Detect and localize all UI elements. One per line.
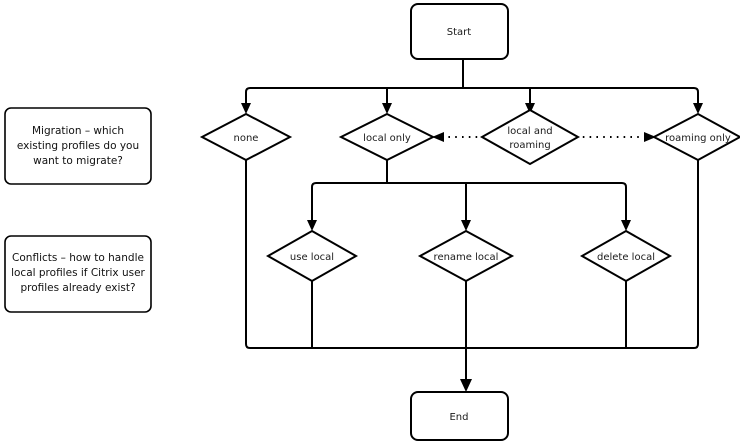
decision-use-local[interactable]: use local: [265, 229, 359, 283]
decision-local-only-label: local only: [363, 133, 411, 144]
arrowhead-to-end: [460, 379, 472, 392]
decision-none-shape[interactable]: [199, 112, 293, 162]
end-node[interactable]: End: [410, 391, 509, 441]
decision-local-only-shape[interactable]: [338, 112, 436, 162]
decision-rename-local[interactable]: rename local: [417, 229, 515, 283]
decision-use-local-label: use local: [290, 252, 334, 263]
migration-note: Migration – which existing profiles do y…: [4, 107, 152, 185]
end-node-label: End: [449, 412, 468, 423]
connector-second-bus: [311, 182, 627, 220]
decision-delete-local-shape[interactable]: [579, 229, 673, 283]
decision-local-and-roaming-label-2: roaming: [509, 140, 550, 151]
decision-local-only[interactable]: local only: [338, 112, 436, 162]
conflicts-note-line-2: local profiles if Citrix user: [11, 267, 145, 279]
decision-rename-local-shape[interactable]: [417, 229, 515, 283]
decision-none[interactable]: none: [199, 112, 293, 162]
migration-note-line-2: existing profiles do you: [17, 140, 139, 152]
arrowhead-to-roaming-only: [693, 103, 703, 114]
start-node-box[interactable]: [410, 3, 509, 60]
migration-note-box: [4, 107, 152, 185]
decision-roaming-only-label: roaming only: [665, 133, 731, 144]
decision-roaming-only[interactable]: roaming only: [651, 112, 740, 162]
decision-delete-local[interactable]: delete local: [579, 229, 673, 283]
conflicts-note: Conflicts – how to handle local profiles…: [4, 235, 152, 313]
arrowhead-dotted-to-roaming-only: [644, 132, 656, 142]
arrowhead-dotted-to-local-only: [432, 132, 444, 142]
decision-none-label: none: [234, 133, 259, 144]
conflicts-note-line-1: Conflicts – how to handle: [12, 252, 144, 264]
decision-roaming-only-shape[interactable]: [651, 112, 740, 162]
connector-layer: [241, 59, 703, 392]
decision-delete-local-label: delete local: [597, 252, 655, 263]
arrowhead-to-rename-local: [461, 220, 471, 231]
start-node-label: Start: [447, 27, 472, 38]
migration-note-line-1: Migration – which: [32, 125, 124, 137]
conflicts-note-box: [4, 235, 152, 313]
decision-local-and-roaming-label-1: local and: [507, 126, 552, 137]
connector-merge-bus: [245, 343, 699, 349]
decision-rename-local-label: rename local: [434, 252, 499, 263]
start-node[interactable]: Start: [410, 3, 509, 60]
arrowhead-to-local-only: [382, 103, 392, 114]
end-node-box[interactable]: [410, 391, 509, 441]
decision-local-and-roaming[interactable]: local and roaming: [479, 108, 581, 166]
decision-local-and-roaming-shape[interactable]: [479, 108, 581, 166]
arrowhead-to-local-and-roaming: [525, 103, 535, 114]
conflicts-note-line-3: profiles already exist?: [20, 282, 135, 294]
migration-note-line-3: want to migrate?: [33, 155, 123, 167]
arrowhead-to-none: [241, 103, 251, 114]
decision-use-local-shape[interactable]: [265, 229, 359, 283]
connector-top-bus: [245, 87, 699, 104]
arrowhead-to-delete-local: [621, 220, 631, 231]
arrowhead-to-use-local: [307, 220, 317, 231]
